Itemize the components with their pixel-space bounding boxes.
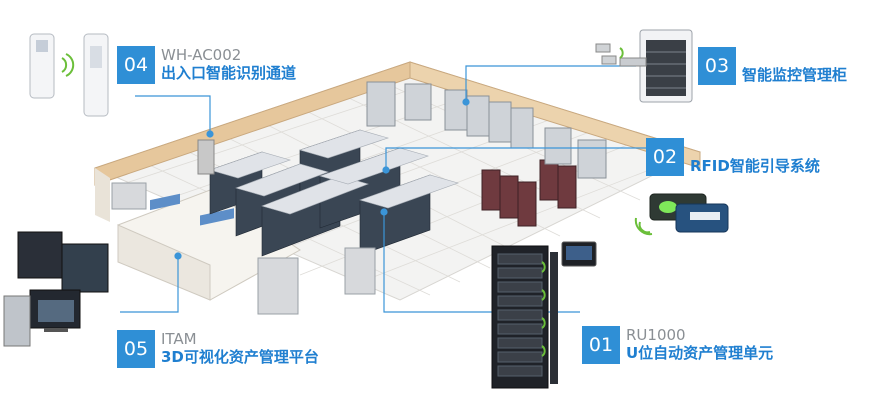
callout-01-model: RU1000 [626,326,686,344]
room-illustration [93,61,702,315]
callout-02-title: RFID智能引导系统 [690,157,820,175]
wifi-signal-icon [541,261,546,357]
rfid-tag-icon [634,193,729,236]
callout-04-model: WH-AC002 [161,46,242,64]
callout-01-number: 01 [582,326,620,364]
callout-04-number: 04 [117,46,155,84]
callout-03-number: 03 [698,47,736,85]
monitor-workstation-icon [3,231,109,347]
callout-04: 04 WH-AC002 出入口智能识别通道 [117,46,296,84]
callout-01-title: U位自动资产管理单元 [626,344,774,362]
callout-01: 01 RU1000 U位自动资产管理单元 [582,326,773,364]
smart-cabinet-icon [595,29,693,103]
callout-05-model: ITAM [161,330,197,348]
callout-05-title: 3D可视化资产管理平台 [161,348,319,366]
callout-03: 03 智能监控管理柜 [698,47,847,85]
access-gate-icon [29,33,109,117]
callout-05-number: 05 [117,330,155,368]
callout-02: 02 RFID智能引导系统 [646,138,820,176]
asset-rack-icon [491,241,597,389]
callout-04-title: 出入口智能识别通道 [161,64,297,82]
callout-02-number: 02 [646,138,684,176]
callout-03-title: 智能监控管理柜 [742,66,848,84]
callout-05: 05 ITAM 3D可视化资产管理平台 [117,330,319,368]
